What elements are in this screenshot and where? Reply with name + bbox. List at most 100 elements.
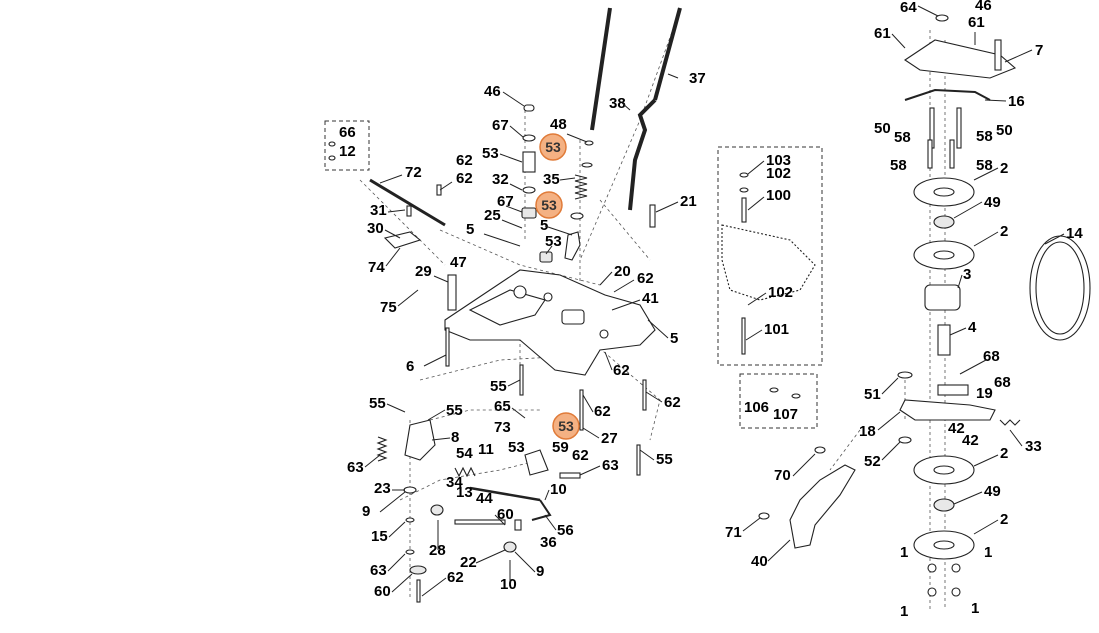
- callout-52: 52: [864, 453, 881, 470]
- main-plate: [444, 269, 656, 376]
- callout-33: 33: [1025, 438, 1042, 455]
- callout-19: 19: [976, 385, 993, 402]
- highlighted-callouts: 53 53 53: [535, 133, 580, 440]
- callout-32: 35: [543, 171, 560, 188]
- kit-box-104-105: [324, 120, 370, 171]
- callout-5: 62: [637, 270, 654, 287]
- callout-12: 60: [374, 583, 391, 600]
- callout-67: 32: [492, 171, 509, 188]
- callout-46: 46: [484, 83, 501, 100]
- callout-62: 62: [613, 362, 630, 379]
- callout-9: 36: [540, 534, 557, 551]
- callout-100: 100: [766, 187, 791, 204]
- callout-7: 7: [1035, 42, 1043, 59]
- callout-105: 66: [339, 124, 356, 141]
- callout-40: 40: [751, 553, 768, 570]
- callout-23: 63: [347, 459, 364, 476]
- callout-38: 38: [609, 95, 626, 112]
- svg-text:53: 53: [558, 418, 574, 434]
- callout-29: 74: [368, 259, 385, 276]
- callout-55: 62: [664, 394, 681, 411]
- callout-51: 51: [864, 386, 881, 403]
- callout-64: 64: [900, 0, 917, 16]
- callout-49: 49: [984, 483, 1001, 500]
- highlight-callout-53-b[interactable]: 53: [535, 191, 563, 219]
- callout-58: 58: [890, 157, 907, 174]
- callout-44: 11: [478, 441, 494, 458]
- callout-61: 61: [874, 25, 891, 42]
- callout-102: 102: [766, 165, 791, 182]
- callout-71: 71: [725, 524, 742, 541]
- callout-2: 2: [1000, 511, 1008, 528]
- callout-42: 42: [948, 420, 965, 437]
- callout-47: 30: [367, 220, 384, 237]
- callout-58: 58: [894, 129, 911, 146]
- callout-2: 2: [1000, 160, 1008, 177]
- callout-61: 61: [968, 14, 985, 31]
- callout-46: 46: [975, 0, 992, 14]
- callout-65: 55: [369, 395, 386, 412]
- callout-11: 8: [451, 429, 459, 446]
- shift-rods: [590, 7, 682, 228]
- callout-73: 62: [594, 403, 611, 420]
- callout-2: 2: [1000, 223, 1008, 240]
- callout-14: 14: [1066, 225, 1083, 242]
- callout-5: 53: [545, 233, 562, 250]
- callout-42: 42: [962, 432, 979, 449]
- callout-9: 34: [446, 474, 463, 491]
- callout-59: 27: [601, 430, 618, 447]
- callout-labels: 64 46 61 61 7 16 50 58 58 50 58 58 2 49 …: [339, 0, 1083, 620]
- callout-2: 2: [1000, 445, 1008, 462]
- callout-62: 75: [380, 299, 397, 316]
- callout-10: 13: [456, 484, 473, 501]
- callout-68: 68: [994, 374, 1011, 391]
- callout-102: 102: [768, 284, 793, 301]
- callout-27: 65: [494, 398, 511, 415]
- kit-box-106-107: [739, 373, 818, 429]
- callout-50: 50: [874, 120, 891, 137]
- callout-1: 1: [984, 544, 992, 561]
- callout-28: 10: [550, 481, 567, 498]
- highlight-circle: [539, 133, 567, 161]
- callout-58: 58: [976, 157, 993, 174]
- callout-55: 55: [490, 378, 507, 395]
- callout-1: 1: [900, 544, 908, 561]
- callout-101: 101: [764, 321, 789, 338]
- callout-62: 55: [446, 402, 463, 419]
- callout-56: 9: [362, 503, 370, 520]
- callout-58: 58: [976, 128, 993, 145]
- callout-8: 59: [552, 439, 569, 456]
- callout-34: 54: [456, 445, 473, 462]
- highlight-callout-53-a[interactable]: 53: [539, 133, 567, 161]
- callout-10: 9: [536, 563, 544, 580]
- callout-63: 62: [572, 447, 589, 464]
- callout-62: 25: [484, 207, 501, 224]
- svg-text:53: 53: [545, 139, 561, 155]
- callout-60: 44: [476, 490, 493, 507]
- callout-107: 107: [773, 406, 798, 423]
- callout-72: 62: [456, 152, 473, 169]
- callout-66: 62: [447, 569, 464, 586]
- callout-3: 3: [963, 266, 971, 283]
- callout-50: 50: [996, 122, 1013, 139]
- callout-31: 62: [456, 170, 473, 187]
- callout-15: 60: [497, 506, 514, 523]
- callout-67: 67: [492, 117, 509, 134]
- callout-6: 41: [642, 290, 659, 307]
- highlight-callout-53-c[interactable]: 53: [552, 412, 580, 440]
- callout-20: 29: [415, 263, 432, 280]
- callout-35: 53: [482, 145, 499, 162]
- callout-106: 106: [744, 399, 769, 416]
- callout-63: 15: [371, 528, 388, 545]
- callout-62: 73: [494, 419, 511, 436]
- callout-70: 70: [774, 467, 791, 484]
- callout-16: 16: [1008, 93, 1025, 110]
- callout-18: 18: [859, 423, 876, 440]
- callout-62: 5: [466, 221, 474, 238]
- callout-48: 48: [550, 116, 567, 133]
- callout-74: 31: [370, 202, 387, 219]
- callout-103: 103: [766, 152, 791, 169]
- callout-5: 67: [497, 193, 514, 210]
- callout-63: 53: [508, 439, 525, 456]
